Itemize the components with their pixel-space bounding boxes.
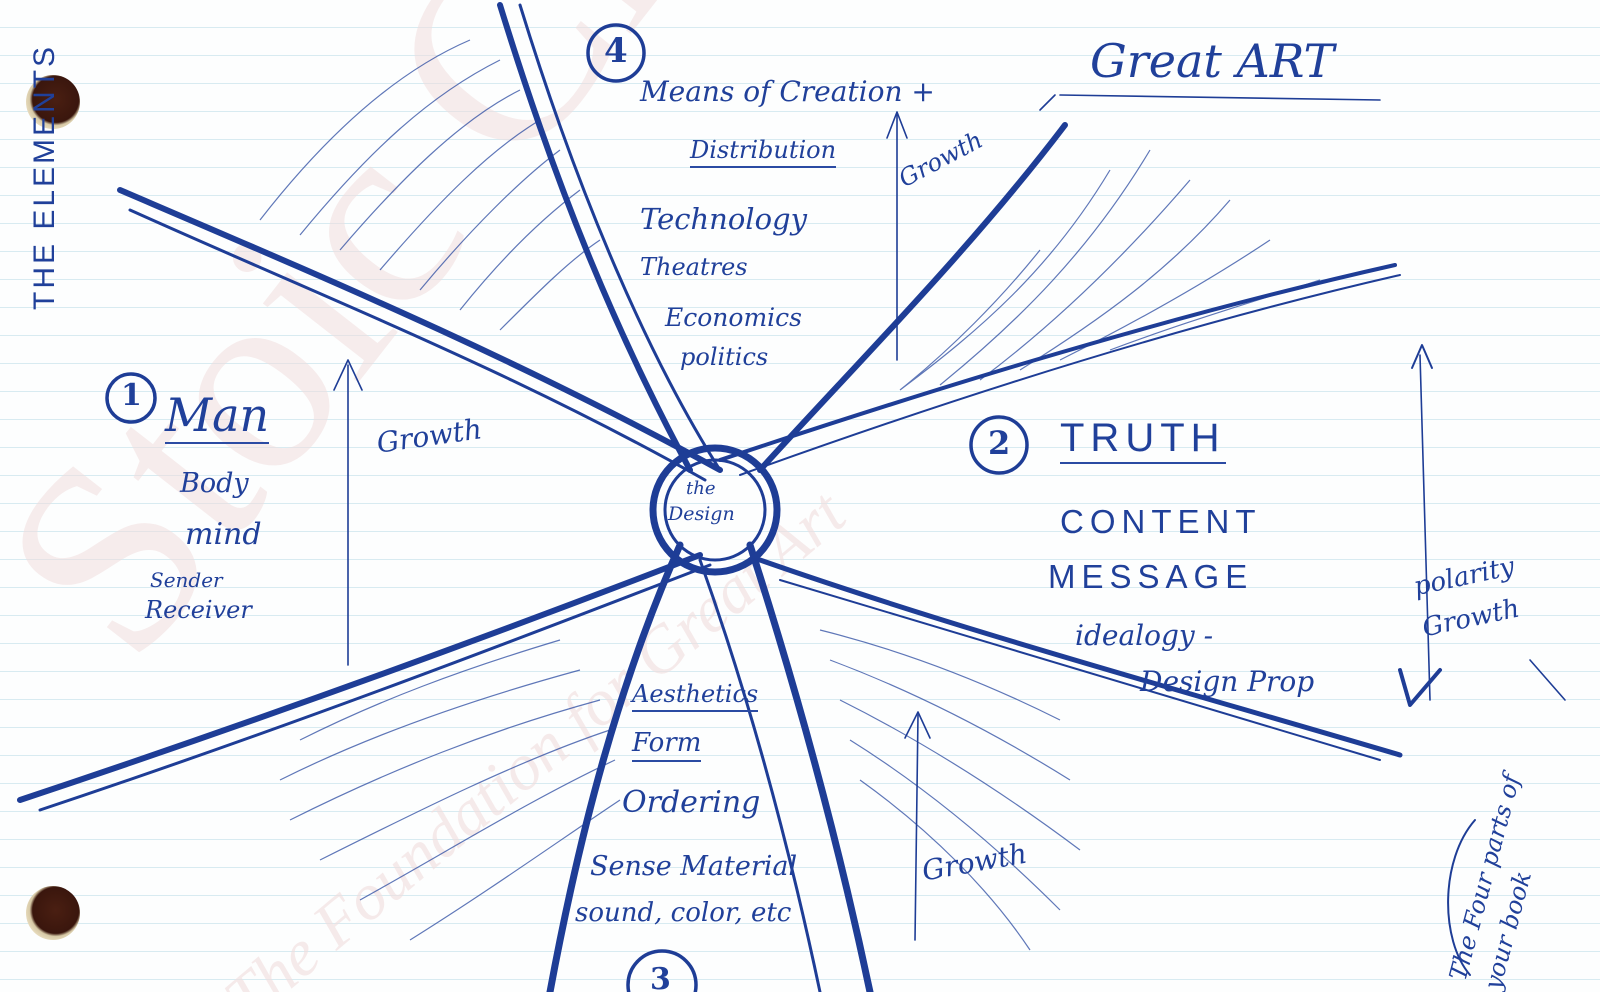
section-three-line-2: Ordering	[622, 788, 760, 818]
section-three-number: 3	[650, 965, 671, 992]
section-one-heading: Man	[165, 392, 269, 444]
section-three-line-1: Form	[632, 730, 701, 762]
section-two-line-4: Design Prop	[1140, 668, 1314, 696]
section-four-line-1: Distribution	[690, 138, 836, 168]
section-three-line-3: Sense Material	[590, 853, 797, 880]
section-two-line-3: idealogy -	[1075, 622, 1213, 650]
number-circles	[107, 25, 1027, 992]
center-label-the: the	[686, 480, 715, 498]
section-four-line-2: Technology	[640, 205, 807, 234]
section-two-line-2: MESSAGE	[1048, 560, 1253, 593]
section-four-number: 4	[604, 34, 628, 68]
section-four-line-5: politics	[680, 345, 768, 369]
section-two-heading: TRUTH	[1060, 418, 1226, 464]
section-one-line-2: mind	[185, 520, 262, 550]
section-one-line-3: Sender	[150, 570, 223, 590]
section-one-line-1: Body	[180, 470, 249, 497]
section-three-line-4: sound, color, etc	[575, 900, 791, 926]
section-one-line-4: Receiver	[145, 598, 252, 622]
hatched-sectors	[260, 40, 1320, 950]
page-title: Great ART	[1090, 38, 1334, 84]
section-four-heading: Means of Creation +	[640, 78, 935, 106]
section-one-number: 1	[121, 381, 142, 411]
section-two-line-1: CONTENT	[1060, 505, 1262, 538]
section-three-heading: Aesthetics	[632, 682, 758, 712]
center-label-design: Design	[668, 505, 735, 524]
margin-note: THE ELEMENTS	[30, 44, 60, 310]
section-four-line-3: Theatres	[640, 255, 748, 279]
section-two-number: 2	[988, 427, 1010, 459]
section-four-line-4: Economics	[665, 305, 802, 330]
